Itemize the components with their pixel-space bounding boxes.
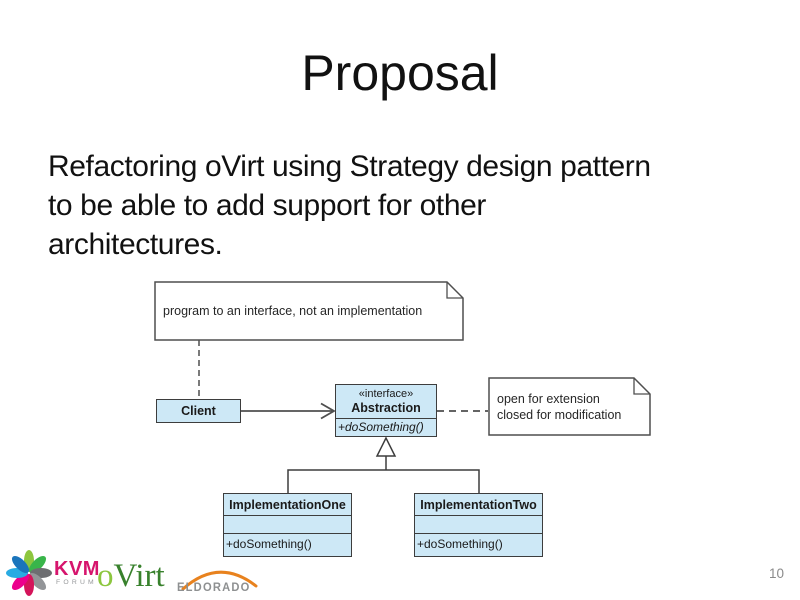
note-fold-corner-icon	[633, 378, 650, 395]
page-number: 10	[768, 566, 784, 581]
slide-body-text: Refactoring oVirt using Strategy design …	[48, 147, 748, 264]
petal	[11, 555, 30, 574]
ovirt-logo-virt: Virt	[113, 558, 165, 594]
uml-note-shape-open-closed	[488, 377, 651, 436]
class-name-abstraction: Abstraction	[351, 401, 421, 415]
uml-note-open-closed: open for extension closed for modificati…	[497, 379, 647, 435]
slide-title: Proposal	[301, 45, 499, 101]
body-line-1: Refactoring oVirt using Strategy design …	[48, 150, 651, 183]
body-line-3: architectures.	[48, 228, 223, 261]
class-method-implementation-two: +doSomething()	[417, 537, 503, 551]
body-line-2: to be able to add support for other	[48, 189, 486, 222]
class-name-implementation-one: ImplementationOne	[229, 497, 346, 512]
uml-class-abstraction: «interface» Abstraction +doSomething()	[335, 384, 437, 437]
kvm-forum-pinwheel-icon	[6, 550, 52, 596]
ovirt-logo: oVirt	[97, 560, 165, 593]
petal	[11, 572, 30, 591]
class-attributes-empty	[415, 516, 542, 534]
eldorado-logo-text: ELDORADO	[177, 580, 251, 594]
class-header: «interface» Abstraction	[336, 385, 436, 419]
class-method-abstraction: +doSomething()	[338, 420, 424, 434]
stereotype-label: «interface»	[358, 388, 414, 400]
uml-note-shape-interface	[154, 281, 464, 341]
open-arrowhead-icon	[320, 402, 336, 420]
class-name-client: Client	[181, 404, 216, 418]
class-attributes-empty	[224, 516, 351, 534]
uml-class-client: Client	[156, 399, 241, 423]
petal	[28, 555, 47, 574]
kvm-forum-logo-subtext: FORUM	[56, 579, 97, 586]
eldorado-arc-icon	[181, 570, 258, 591]
petal	[28, 572, 47, 591]
kvm-forum-logo-text: KVM	[54, 558, 100, 580]
uml-note-program-to-interface: program to an interface, not an implemen…	[163, 304, 423, 318]
ovirt-logo-o: o	[97, 558, 114, 594]
uml-class-implementation-one: ImplementationOne +doSomething()	[223, 493, 352, 557]
class-header: ImplementationOne	[224, 494, 351, 516]
class-header: ImplementationTwo	[415, 494, 542, 516]
class-method-implementation-one: +doSomething()	[226, 537, 312, 551]
class-name-implementation-two: ImplementationTwo	[420, 497, 537, 512]
uml-class-implementation-two: ImplementationTwo +doSomething()	[414, 493, 543, 557]
note-line-closed: closed for modification	[497, 408, 622, 422]
generalization-triangle-icon	[375, 436, 397, 457]
note-line-open: open for extension	[497, 392, 600, 406]
implementation-connector-line	[287, 469, 480, 493]
note-fold-corner-icon	[446, 282, 463, 299]
